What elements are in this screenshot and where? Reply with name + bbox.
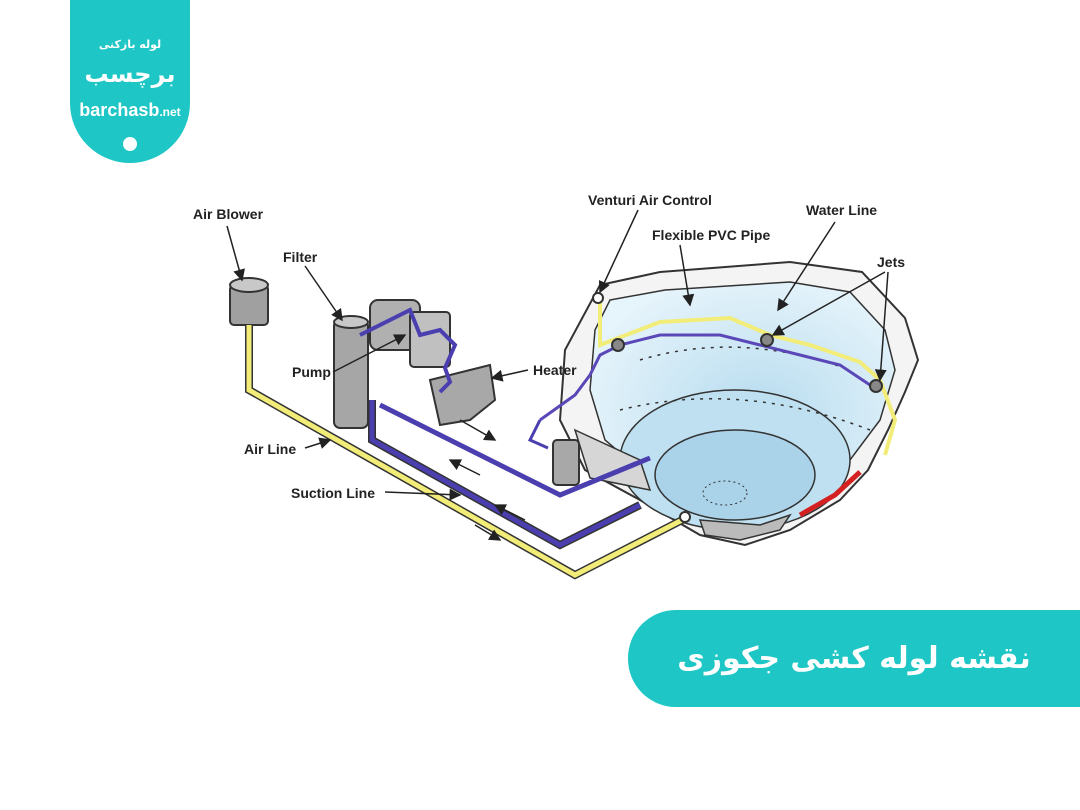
label-pump: Pump: [292, 364, 331, 380]
tub: [558, 260, 920, 547]
page-title: نقشه لوله کشی جکوزی: [628, 610, 1080, 707]
label-flexible-pvc-pipe: Flexible PVC Pipe: [652, 227, 770, 243]
logo-domain: barchasb.net: [79, 100, 181, 120]
skimmer: [552, 428, 652, 491]
label-air-blower: Air Blower: [193, 206, 264, 222]
logo-dot: [123, 137, 137, 151]
label-air-line: Air Line: [244, 441, 296, 457]
air-line-pipe: [245, 300, 898, 580]
label-water-line: Water Line: [806, 202, 877, 218]
label-filter: Filter: [283, 249, 318, 265]
return-pipe: [798, 470, 862, 518]
water-line-pipe: [359, 307, 871, 550]
label-jets: Jets: [877, 254, 905, 270]
label-venturi-air-control: Venturi Air Control: [588, 192, 712, 208]
label-suction-line: Suction Line: [291, 485, 375, 501]
brand-logo: لوله بازکنی برچسب barchasb.net: [70, 0, 190, 163]
filter: [333, 315, 369, 429]
jet-fittings: [592, 292, 883, 523]
air-blower: [229, 277, 269, 326]
heater: [428, 363, 497, 427]
flow-arrows: [448, 419, 526, 541]
logo-tagline: لوله بازکنی: [98, 38, 162, 51]
logo-brand-name: برچسب: [84, 60, 176, 88]
label-heater: Heater: [533, 362, 577, 378]
label-leaders: [226, 209, 889, 501]
